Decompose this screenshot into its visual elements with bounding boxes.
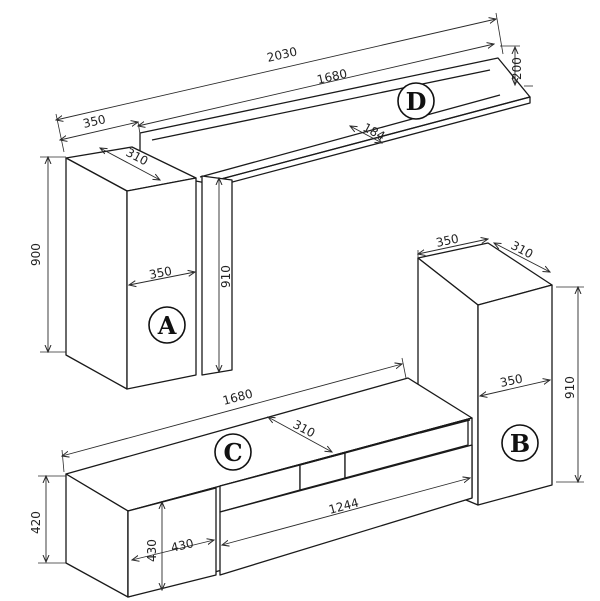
unit-label-b: B bbox=[501, 424, 539, 462]
dimension-350-d: 350 bbox=[60, 112, 138, 140]
svg-text:C: C bbox=[223, 438, 242, 467]
dimension-350-b-top: 350 bbox=[418, 231, 488, 258]
dim-label-1680-shelf: 1680 bbox=[316, 66, 349, 87]
cabinet-a-side bbox=[65, 157, 128, 390]
svg-text:A: A bbox=[157, 311, 177, 340]
dim-label-350-b-top: 350 bbox=[435, 231, 460, 249]
dim-label-420: 420 bbox=[29, 511, 43, 534]
dimension-900: 900 bbox=[29, 157, 66, 352]
dim-label-430-horizontal: 430 bbox=[170, 536, 195, 555]
dimension-430-horizontal: 430 bbox=[132, 536, 214, 560]
unit-label-d: D bbox=[397, 82, 435, 120]
bench-c-inner-shelf-2 bbox=[419, 419, 471, 434]
unit-label-a: A bbox=[148, 306, 186, 344]
dim-label-2030: 2030 bbox=[266, 44, 299, 65]
dim-label-350-d: 350 bbox=[82, 112, 107, 131]
dim-label-200: 200 bbox=[510, 57, 524, 80]
unit-c-bench bbox=[65, 377, 473, 598]
dimension-200: 200 bbox=[500, 45, 533, 87]
dimension-420: 420 bbox=[29, 476, 66, 564]
dim-label-910-a: 910 bbox=[219, 265, 233, 288]
dim-label-1680-bench: 1680 bbox=[221, 386, 254, 407]
dim-label-900: 900 bbox=[29, 243, 43, 266]
dimension-910-b: 910 bbox=[556, 287, 584, 482]
dim-label-430-vertical: 430 bbox=[145, 539, 159, 562]
dimension-350-b: 350 bbox=[480, 371, 550, 396]
dimension-350-a: 350 bbox=[129, 264, 195, 285]
cabinet-b-front bbox=[477, 284, 553, 506]
dim-label-350-b: 350 bbox=[499, 371, 524, 389]
unit-label-c: C bbox=[214, 433, 252, 471]
dim-label-350-a: 350 bbox=[148, 264, 173, 282]
svg-text:B: B bbox=[510, 429, 530, 458]
dim-label-910-b: 910 bbox=[563, 376, 577, 399]
dimension-910-a: 910 bbox=[219, 178, 233, 372]
svg-text:D: D bbox=[406, 87, 427, 116]
